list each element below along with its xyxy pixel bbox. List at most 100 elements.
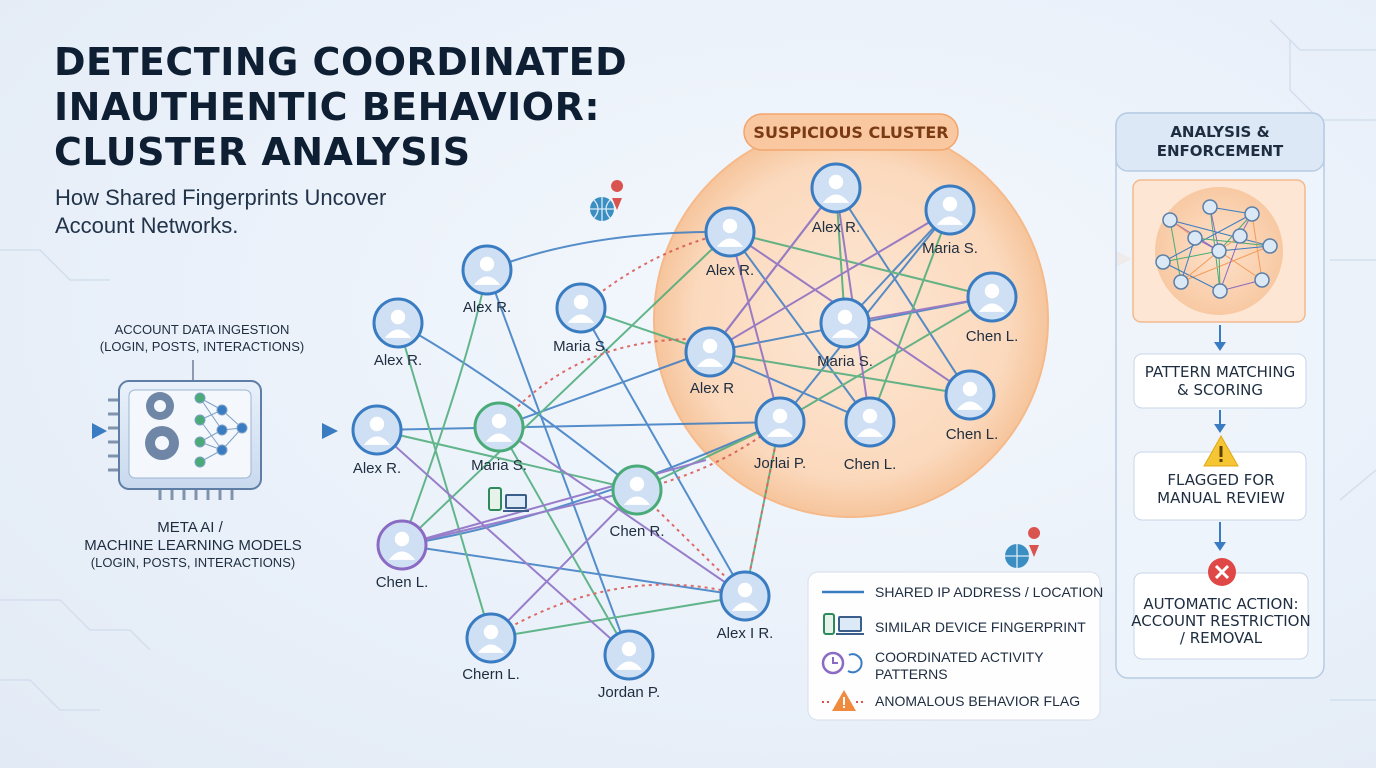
account-nodes: Alex R. Alex R. Maria S. Alex R. Maria S. Che…	[351, 162, 1019, 701]
node-label: Maria S.	[553, 338, 609, 355]
title-line: CLUSTER ANALYSIS	[54, 130, 471, 174]
user-icon	[621, 641, 637, 657]
warning-icon	[1203, 434, 1239, 467]
page-subtitle: How Shared Fingerprints Uncover Account …	[55, 184, 475, 240]
legend-label: SIMILAR DEVICE FINGERPRINT	[875, 619, 1086, 635]
account-node: Jorlai P.	[754, 396, 806, 472]
user-icon	[956, 401, 984, 410]
panel-title: ANALYSIS &	[1170, 123, 1269, 141]
account-node: Alex R.	[461, 244, 513, 316]
node-label: Jorlai P.	[754, 455, 806, 472]
mini-node	[1162, 212, 1178, 228]
node-label: Maria S.	[817, 353, 873, 370]
arrow-down-icon	[1214, 542, 1226, 551]
legend: SHARED IP ADDRESS / LOCATION SIMILAR DEV…	[807, 571, 1103, 721]
node-label: Maria S.	[471, 457, 527, 474]
user-icon	[615, 661, 643, 670]
user-icon	[477, 644, 505, 653]
node-label: Chen L.	[966, 328, 1019, 345]
user-icon	[394, 531, 410, 547]
account-node: Chen L.	[966, 271, 1019, 345]
node-label: Alex R.	[706, 262, 754, 279]
node-label: Chen R.	[609, 523, 664, 540]
account-node: Alex R.	[704, 206, 756, 279]
account-node: Maria S.	[553, 282, 609, 355]
devices-icon	[488, 487, 529, 512]
arrow-down-icon	[1214, 424, 1226, 433]
title-line: INAUTHENTIC BEHAVIOR:	[54, 85, 601, 129]
user-icon	[828, 174, 844, 190]
mini-edge	[1194, 237, 1271, 247]
model-sublabel: (LOGIN, POSTS, INTERACTIONS)	[91, 555, 295, 570]
mini-network-icon	[1155, 199, 1278, 299]
step-label-2: ACCOUNT RESTRICTION	[1131, 612, 1310, 630]
warning-icon	[832, 690, 856, 711]
user-icon	[388, 551, 416, 560]
user-icon	[479, 256, 495, 272]
node-label: Alex R.	[463, 299, 511, 316]
user-icon	[702, 338, 718, 354]
user-icon	[831, 329, 859, 338]
arrow-right-icon	[322, 423, 338, 439]
legend-label: ANOMALOUS BEHAVIOR FLAG	[875, 693, 1080, 709]
node-label: Chen L.	[376, 574, 429, 591]
user-icon	[962, 381, 978, 397]
mini-edge	[1162, 261, 1221, 292]
user-icon	[716, 238, 744, 247]
user-icon	[567, 314, 595, 323]
ingestion-module: ACCOUNT DATA INGESTION (LOGIN, POSTS, IN…	[30, 322, 338, 570]
user-icon	[384, 329, 412, 338]
arrow-down-icon	[1214, 342, 1226, 351]
ingestion-sublabel: (LOGIN, POSTS, INTERACTIONS)	[100, 339, 304, 354]
account-node: Alex R.	[351, 404, 403, 477]
globe-location-icon	[590, 180, 624, 221]
circuit-background	[0, 19, 1376, 711]
node-label: Alex R.	[812, 219, 860, 236]
mini-node	[1187, 230, 1203, 246]
mini-edge	[1162, 250, 1220, 263]
user-icon	[862, 408, 878, 424]
user-icon	[731, 602, 759, 611]
node-label: Chern L.	[462, 666, 520, 683]
user-icon	[856, 428, 884, 437]
account-node: Jordan P.	[598, 629, 660, 701]
step-label: FLAGGED FOR	[1167, 471, 1274, 489]
node-label: Maria S.	[922, 240, 978, 257]
user-icon	[737, 582, 753, 598]
user-icon	[722, 218, 738, 234]
page-title: DETECTING COORDINATED INAUTHENTIC BEHAVI…	[54, 40, 694, 175]
account-node: Maria S.	[817, 297, 873, 370]
globe-location-icon	[1005, 527, 1041, 568]
user-icon	[978, 303, 1006, 312]
user-icon	[483, 624, 499, 640]
clock-sync-icon	[821, 651, 863, 675]
mini-node	[1155, 254, 1171, 270]
title-line: DETECTING COORDINATED	[54, 40, 628, 84]
mini-edge	[1169, 219, 1182, 283]
node-label: Jordan P.	[598, 684, 660, 701]
devices-icon	[823, 613, 864, 635]
mini-edge	[1180, 250, 1220, 283]
step-card-scoring	[1133, 353, 1307, 409]
account-node: Maria S.	[471, 401, 527, 474]
neural-network-icon	[194, 392, 248, 468]
mini-node	[1254, 272, 1270, 288]
node-label: Alex I R.	[717, 625, 774, 642]
user-icon	[573, 294, 589, 310]
legend-label: SHARED IP ADDRESS / LOCATION	[875, 584, 1103, 600]
account-node: Maria S.	[922, 184, 978, 257]
node-label: Chen L.	[844, 456, 897, 473]
step-label-3: / REMOVAL	[1180, 629, 1263, 647]
subtitle-line: Account Networks.	[55, 213, 239, 238]
node-label: Alex R	[690, 380, 734, 397]
user-icon	[390, 309, 406, 325]
user-icon	[822, 194, 850, 203]
mini-node	[1244, 206, 1260, 222]
model-label-2: MACHINE LEARNING MODELS	[84, 537, 302, 554]
node-label: Alex R.	[374, 352, 422, 369]
user-icon	[696, 358, 724, 367]
user-icon	[766, 428, 794, 437]
mini-edge	[1219, 235, 1241, 292]
user-icon	[473, 276, 501, 285]
